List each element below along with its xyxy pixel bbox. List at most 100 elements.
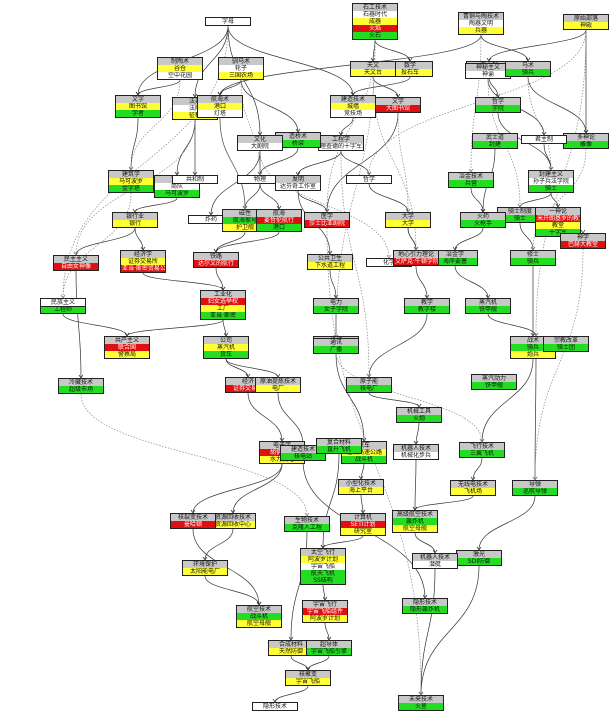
tech-node-lilun: 地心引力理论艾萨克·牛顿学院 (393, 250, 439, 266)
tech-unlock-item: 飞机场 (451, 488, 495, 495)
tech-name: 哲学 (347, 176, 391, 183)
dependency-edge (368, 392, 420, 408)
tech-node-shiyou: 机械工具火炮 (396, 407, 442, 423)
dependency-edge (420, 565, 480, 696)
tech-unlock-item: 机械化步兵 (394, 452, 438, 459)
tech-unlock-item: 联合国 (105, 344, 149, 351)
tech-unlock-item: 灯塔 (198, 110, 242, 117)
tech-unlock-item: 桥梁 (276, 140, 320, 147)
tech-unlock-item: 马可波罗 (155, 190, 199, 197)
tech-name: 银行业 (113, 213, 157, 220)
dependency-edge (240, 79, 261, 176)
tech-name: 原油提炼技术 (256, 378, 300, 385)
tech-node-minzu: 民族主义 (40, 298, 86, 307)
tech-unlock-item: 大图书馆 (376, 105, 420, 112)
tech-name: 石工技术 (353, 4, 397, 11)
dependency-edge (360, 463, 365, 480)
tech-unlock-item: 宇宙飞船引擎 (307, 648, 351, 655)
tech-name: 复合材料 (317, 439, 361, 446)
dependency-edge (222, 319, 227, 337)
tech-name: 建造技术 (281, 446, 325, 453)
tech-unlock-item: 兵器 (459, 27, 503, 34)
tech-node-wushi: 武士道封建 (472, 133, 518, 149)
dependency-edge (126, 319, 224, 337)
tech-node-cunzhuang: 原始部落神殿 (563, 14, 609, 30)
tech-unlock-item: 宇宙飞船组件 (303, 608, 347, 615)
tech-unlock-item: 天文台 (351, 69, 395, 76)
tech-node-gongye: 工业化妇女选举权工厂亚当·斯密 (200, 290, 246, 320)
tech-name: 导弹 (513, 481, 557, 488)
dependency-edge (192, 463, 283, 514)
tech-unlock-item: 莎士比亚剧院 (305, 220, 349, 227)
tech-unlock-item: 铁甲舰 (466, 306, 510, 313)
tech-name: 工业化 (201, 291, 245, 298)
tech-name: 资源回收技术 (211, 514, 255, 521)
tech-unlock-item: 航空母舰 (393, 525, 437, 532)
dependency-edge (322, 535, 364, 549)
tech-unlock-item: 宇宙飞船 (286, 678, 330, 685)
tech-name: 修士 (511, 251, 555, 258)
tech-node-jiqiren: 机器人技术机械化步兵 (393, 444, 439, 460)
tech-name: 发明 (276, 176, 320, 183)
tech-unlock-item: 十字军 (536, 229, 580, 236)
tech-unlock-item: 证券交易所 (226, 385, 270, 392)
tech-name: 武士道 (473, 134, 517, 141)
tech-name: 君主制 (522, 136, 566, 143)
tech-unlock-item: 征税 (173, 112, 217, 119)
tech-name: 无线电技术 (451, 481, 495, 488)
tech-name: 青铜与陶技术 (459, 13, 503, 20)
tech-unlock-item: 核电厂 (347, 385, 391, 392)
dependency-edge (277, 392, 304, 446)
dependency-edge (215, 231, 246, 253)
tech-name: 大学 (386, 213, 430, 220)
tech-unlock-item: 金字塔 (109, 185, 153, 192)
tech-name: 宗教改革 (544, 337, 588, 344)
dependency-edge (454, 227, 484, 251)
tech-node-wenhua: 文化大剧院 (237, 135, 283, 151)
tech-node-faming: 发明达芬奇工作室 (275, 175, 321, 191)
tech-node-xiaoxing: 小型化技术海上平台 (338, 479, 384, 495)
tech-node-huoyao: 火药火枪手 (460, 212, 506, 228)
tech-unlock-item: 曼哈顿 (171, 521, 215, 528)
tech-node-zhexue: 哲学学院 (475, 97, 521, 113)
tech-unlock-item: 亚当·斯密贸易公司 (121, 265, 165, 272)
tech-unlock-item: 学院 (476, 105, 520, 112)
tech-node-gonggong: 公共卫生下水道工程 (307, 254, 353, 270)
tech-node-bingli: 原子能核电厂 (346, 377, 392, 393)
tech-unlock-item: 工程师 (41, 306, 85, 313)
tech-name: 公共卫生 (308, 255, 352, 262)
tech-name: 文学 (376, 98, 420, 105)
tech-node-wenzi: 文字图书馆学者 (115, 95, 161, 118)
tech-node-yishenlun: 一神论米开朗基罗的教堂教堂十字军 (535, 207, 581, 237)
tech-unlock-item: 广播 (314, 346, 358, 353)
tech-node-shuxue: 数学投石车 (387, 61, 433, 77)
tech-name: 建造技术 (331, 96, 375, 103)
tech-unlock-item: 三国农场 (219, 72, 263, 79)
tech-node-weilai: 未来技术火星 (398, 695, 444, 711)
dependency-edge (519, 192, 552, 208)
tech-name: 一神论 (536, 208, 580, 215)
tech-node-yinshen: 隐形技术隐形轰炸机 (402, 598, 448, 614)
tech-unlock-item: 火星 (399, 703, 443, 710)
tech-name: 化学 (367, 259, 411, 266)
tech-node-zhuanzi: 资源回收技术资源回收中心 (210, 513, 256, 529)
tech-unlock-item: 海岸要塞 (433, 258, 477, 265)
tech-unlock-item: 港口 (257, 224, 301, 231)
tech-node-yejin: 冶金技术兵营 (448, 172, 494, 188)
dependency-edge (368, 313, 428, 378)
tech-name: 核聚变 (286, 671, 330, 678)
tech-node-daohang: 航海麦哲伦航行港口 (256, 209, 302, 232)
dependency-edge (478, 495, 536, 551)
tech-name: 生物技术 (285, 517, 329, 524)
tech-name: 公司 (204, 337, 248, 344)
dependency-edge (274, 685, 309, 703)
tech-unlock-item: 学者 (116, 110, 160, 117)
tech-unlock-item: SS结构 (301, 577, 345, 584)
tech-name: 电力 (314, 299, 358, 306)
tech-unlock-item: 三翼飞机 (460, 450, 504, 457)
tech-node-gongheguo: 共和制 (172, 175, 218, 184)
dependency-edge (368, 183, 409, 213)
dependency-edge (297, 150, 342, 176)
tech-unlock-item: 骑兵 (511, 258, 555, 265)
